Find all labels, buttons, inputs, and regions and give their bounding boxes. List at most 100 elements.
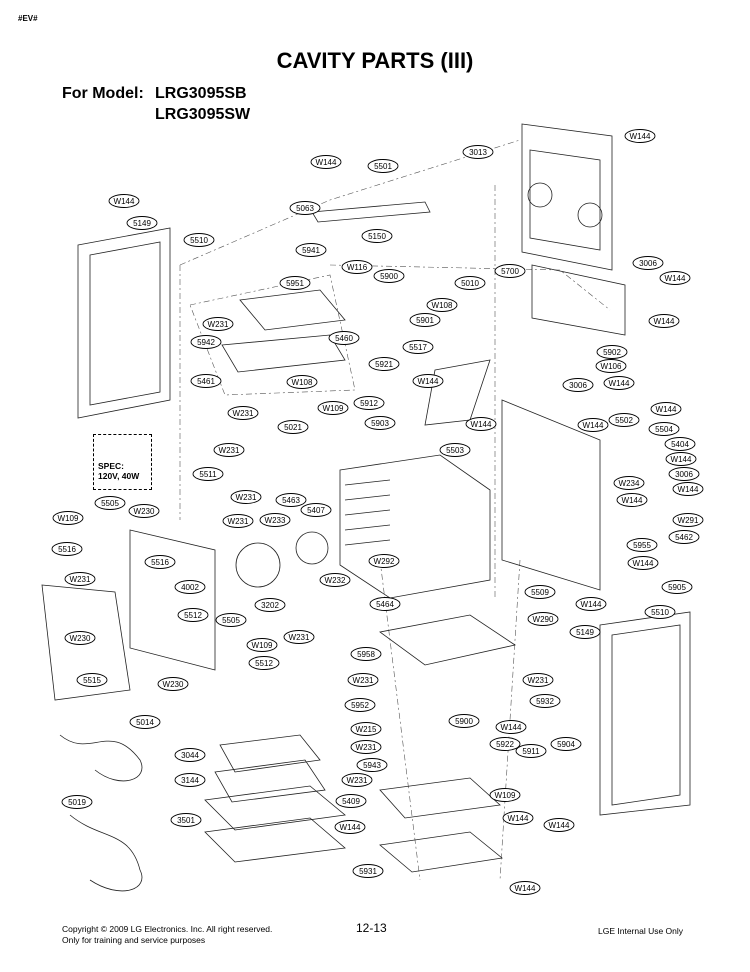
callout-oval	[126, 216, 158, 230]
callout-oval	[659, 271, 691, 285]
callout-oval	[192, 467, 224, 481]
callout-label: 5912	[360, 399, 378, 408]
callout-5931: 5931	[352, 864, 384, 878]
callout-w215: W215	[350, 722, 382, 736]
callout-label: W144	[501, 723, 522, 732]
callout-oval	[494, 264, 526, 278]
lower-shield	[379, 777, 501, 819]
callout-label: 5505	[222, 616, 240, 625]
callout-label: 5931	[359, 867, 377, 876]
callout-oval	[213, 443, 245, 457]
callout-oval	[648, 422, 680, 436]
wire-harness-5019	[69, 814, 143, 892]
callout-oval	[183, 233, 215, 247]
callout-label: W231	[228, 517, 249, 526]
callout-label: W231	[70, 575, 91, 584]
callout-5510: 5510	[644, 605, 676, 619]
callout-label: W144	[581, 600, 602, 609]
callout-label: 5517	[409, 343, 427, 352]
callout-oval	[129, 715, 161, 729]
callout-w144: W144	[603, 376, 635, 390]
callout-label: 4002	[181, 583, 199, 592]
callout-5010: 5010	[454, 276, 486, 290]
callout-w144: W144	[616, 493, 648, 507]
callout-oval	[502, 811, 534, 825]
callout-label: W144	[665, 274, 686, 283]
callout-5021: 5021	[277, 420, 309, 434]
callout-oval	[310, 155, 342, 169]
callout-oval	[613, 476, 645, 490]
callout-label: W231	[347, 776, 368, 785]
callout-label: 5922	[496, 740, 514, 749]
callout-label: 5932	[536, 697, 554, 706]
callout-label: 5409	[342, 797, 360, 806]
callout-5461: 5461	[190, 374, 222, 388]
callout-oval	[515, 744, 547, 758]
callout-label: 5952	[351, 701, 369, 710]
callout-5149: 5149	[126, 216, 158, 230]
callout-label: 5512	[184, 611, 202, 620]
callout-w144: W144	[577, 418, 609, 432]
callout-w144: W144	[509, 881, 541, 895]
callout-oval	[489, 737, 521, 751]
callout-oval	[603, 376, 635, 390]
callout-w144: W144	[648, 314, 680, 328]
callout-label: 5063	[296, 204, 314, 213]
callout-5902: 5902	[596, 345, 628, 359]
callout-w144: W144	[412, 374, 444, 388]
footer-copyright: Copyright © 2009 LG Electronics. Inc. Al…	[62, 924, 272, 946]
callout-oval	[364, 416, 396, 430]
callout-oval	[275, 493, 307, 507]
callout-label: 5700	[501, 267, 519, 276]
callout-5502: 5502	[608, 413, 640, 427]
callout-oval	[341, 260, 373, 274]
callout-5149: 5149	[569, 625, 601, 639]
callout-w144: W144	[672, 482, 704, 496]
callout-oval	[569, 625, 601, 639]
callout-oval	[672, 482, 704, 496]
callout-w144: W144	[575, 597, 607, 611]
callout-label: 5942	[197, 338, 215, 347]
callout-oval	[227, 406, 259, 420]
page-title: CAVITY PARTS (III)	[276, 48, 474, 73]
callout-5511: 5511	[192, 467, 224, 481]
callout-oval	[328, 331, 360, 345]
callout-label: W230	[163, 680, 184, 689]
spec-label: SPEC:	[98, 461, 124, 471]
callout-oval	[367, 159, 399, 173]
callout-oval	[522, 673, 554, 687]
oven-rack-1	[204, 785, 346, 831]
cavity-rack-rails	[344, 479, 391, 546]
callout-oval	[170, 813, 202, 827]
callout-3044: 3044	[174, 748, 206, 762]
callout-label: 5951	[286, 279, 304, 288]
callout-5932: 5932	[529, 694, 561, 708]
callout-5150: 5150	[361, 229, 393, 243]
rear-panel-hole	[527, 182, 553, 208]
callout-oval	[495, 720, 527, 734]
callout-oval	[334, 820, 366, 834]
callout-oval	[509, 881, 541, 895]
callout-oval	[356, 758, 388, 772]
callout-oval	[596, 345, 628, 359]
callout-3202: 3202	[254, 598, 286, 612]
callout-oval	[632, 256, 664, 270]
callout-oval	[350, 647, 382, 661]
callout-5922: 5922	[489, 737, 521, 751]
bottom-plate	[379, 614, 517, 666]
callout-oval	[202, 317, 234, 331]
callout-oval	[665, 452, 697, 466]
callout-5951: 5951	[279, 276, 311, 290]
callout-w231: W231	[213, 443, 245, 457]
document-code: #EV#	[18, 14, 38, 23]
callout-label: 5404	[671, 440, 689, 449]
callout-label: 3013	[469, 148, 487, 157]
callout-oval	[61, 795, 93, 809]
callout-w291: W291	[672, 513, 704, 527]
callout-label: 5501	[374, 162, 392, 171]
callout-label: 5515	[83, 676, 101, 685]
callout-5063: 5063	[289, 201, 321, 215]
callout-oval	[335, 794, 367, 808]
callout-label: 5511	[199, 470, 217, 479]
callout-label: 5902	[603, 348, 621, 357]
